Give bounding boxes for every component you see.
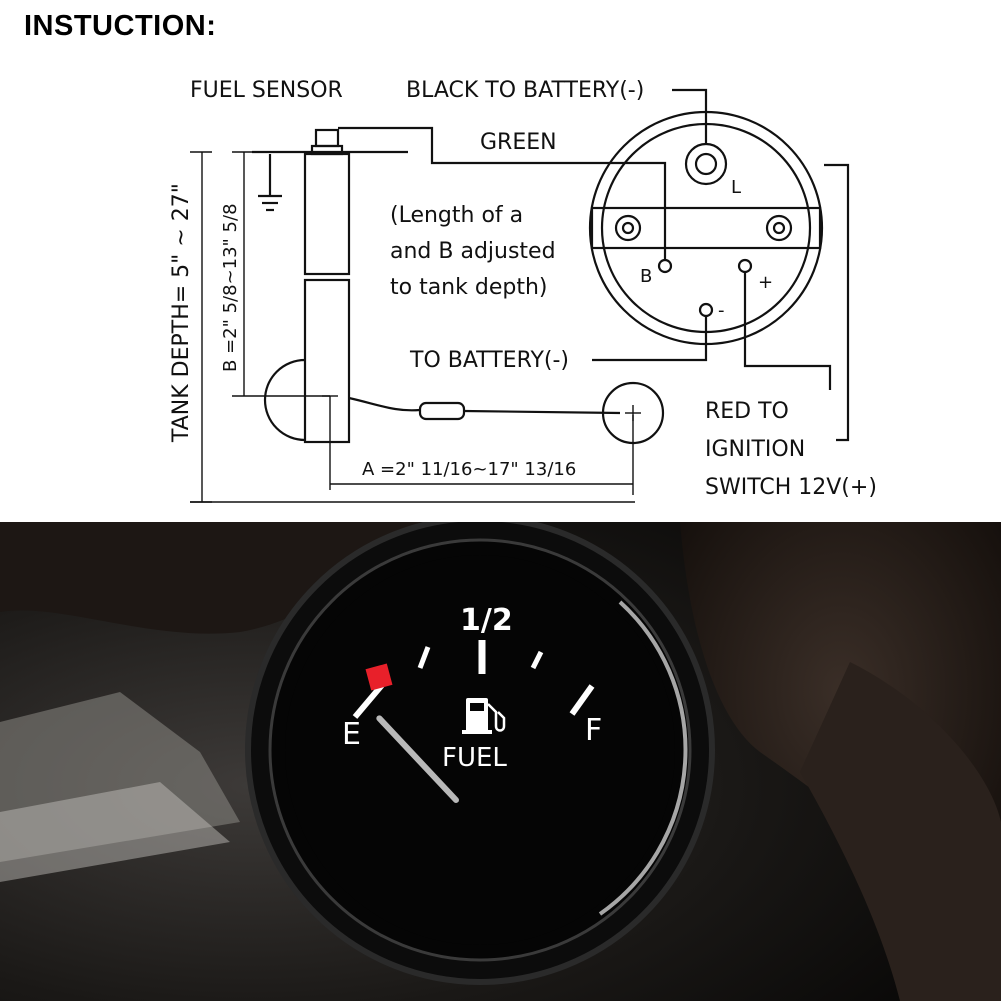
green-wire <box>338 126 667 260</box>
battery-wire <box>592 316 708 362</box>
full-label: F <box>585 713 602 748</box>
ground-wire <box>824 163 850 442</box>
empty-label: E <box>342 717 361 752</box>
tick-quarter <box>417 646 431 669</box>
red-wire <box>743 272 832 390</box>
red-ignition-line-1: RED TO <box>705 399 789 424</box>
note-line-3: to tank depth) <box>390 275 547 300</box>
tank-depth-label: TANK DEPTH= 5" ~ 27" <box>169 183 194 443</box>
red-ignition-line-2: IGNITION <box>705 437 805 462</box>
wiring-diagram: FUEL SENSOR BLACK TO BATTERY(-) GREEN (L… <box>169 78 877 503</box>
green-label: GREEN <box>480 130 557 155</box>
tick-full <box>569 684 595 716</box>
page-title: INSTUCTION: <box>24 10 217 42</box>
black-wire <box>672 88 708 144</box>
chrome-ring <box>598 600 688 916</box>
gauge-photo: 1/2 E F FUEL <box>0 522 1001 1001</box>
tick-empty <box>352 683 385 719</box>
fuel-pump-icon <box>462 698 506 734</box>
terminal-b: B <box>640 266 652 287</box>
note-line-1: (Length of a <box>390 203 523 228</box>
fuel-label: FUEL <box>442 743 507 773</box>
terminal-l: L <box>731 177 741 198</box>
a-dimension-label: A =2" 11/16~17" 13/16 <box>362 459 576 480</box>
gauge-needle <box>376 715 459 803</box>
tick-three-quarter <box>530 650 544 670</box>
terminal-plus: + <box>758 272 773 293</box>
terminal-minus: - <box>718 300 725 321</box>
fuel-sensor <box>252 128 665 445</box>
red-ignition-line-3: SWITCH 12V(+) <box>705 475 877 500</box>
b-dimension-label: B =2" 5/8~13" 5/8 <box>220 203 241 372</box>
warning-marker <box>365 663 393 691</box>
fuel-sensor-label: FUEL SENSOR <box>190 78 343 103</box>
black-to-battery-label: BLACK TO BATTERY(-) <box>406 78 644 103</box>
fuel-gauge: 1/2 E F FUEL <box>245 522 715 985</box>
note-line-2: and B adjusted <box>390 239 556 264</box>
half-label: 1/2 <box>460 603 513 638</box>
gauge-back-view: L B - + <box>588 110 824 346</box>
to-battery-label: TO BATTERY(-) <box>409 348 569 373</box>
float-ball <box>601 381 665 445</box>
